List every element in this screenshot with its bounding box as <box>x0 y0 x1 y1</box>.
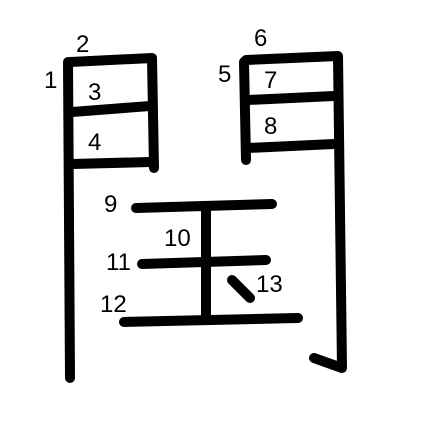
stroke-2 <box>65 53 159 173</box>
stroke-13 <box>227 275 255 303</box>
stroke-4 <box>67 157 155 169</box>
stroke-number-7: 7 <box>264 67 277 94</box>
stroke-number-6: 6 <box>254 25 267 52</box>
stroke-number-11: 11 <box>106 249 131 276</box>
stroke-number-5: 5 <box>218 61 231 88</box>
stroke-number-1: 1 <box>44 67 57 94</box>
stroke-number-2: 2 <box>76 31 89 58</box>
stroke-number-8: 8 <box>264 113 277 140</box>
stroke-number-12: 12 <box>100 291 127 318</box>
stroke-12 <box>119 313 303 327</box>
stroke-11 <box>137 255 271 269</box>
stroke-3 <box>67 101 155 117</box>
stroke-7 <box>243 91 339 105</box>
stroke-number-3: 3 <box>88 79 101 106</box>
stroke-6 <box>241 51 347 373</box>
stroke-8 <box>243 139 339 153</box>
stroke-number-4: 4 <box>88 129 101 156</box>
stroke-number-10: 10 <box>164 225 191 252</box>
stroke-number-13: 13 <box>256 271 283 298</box>
stroke-number-9: 9 <box>104 191 117 218</box>
